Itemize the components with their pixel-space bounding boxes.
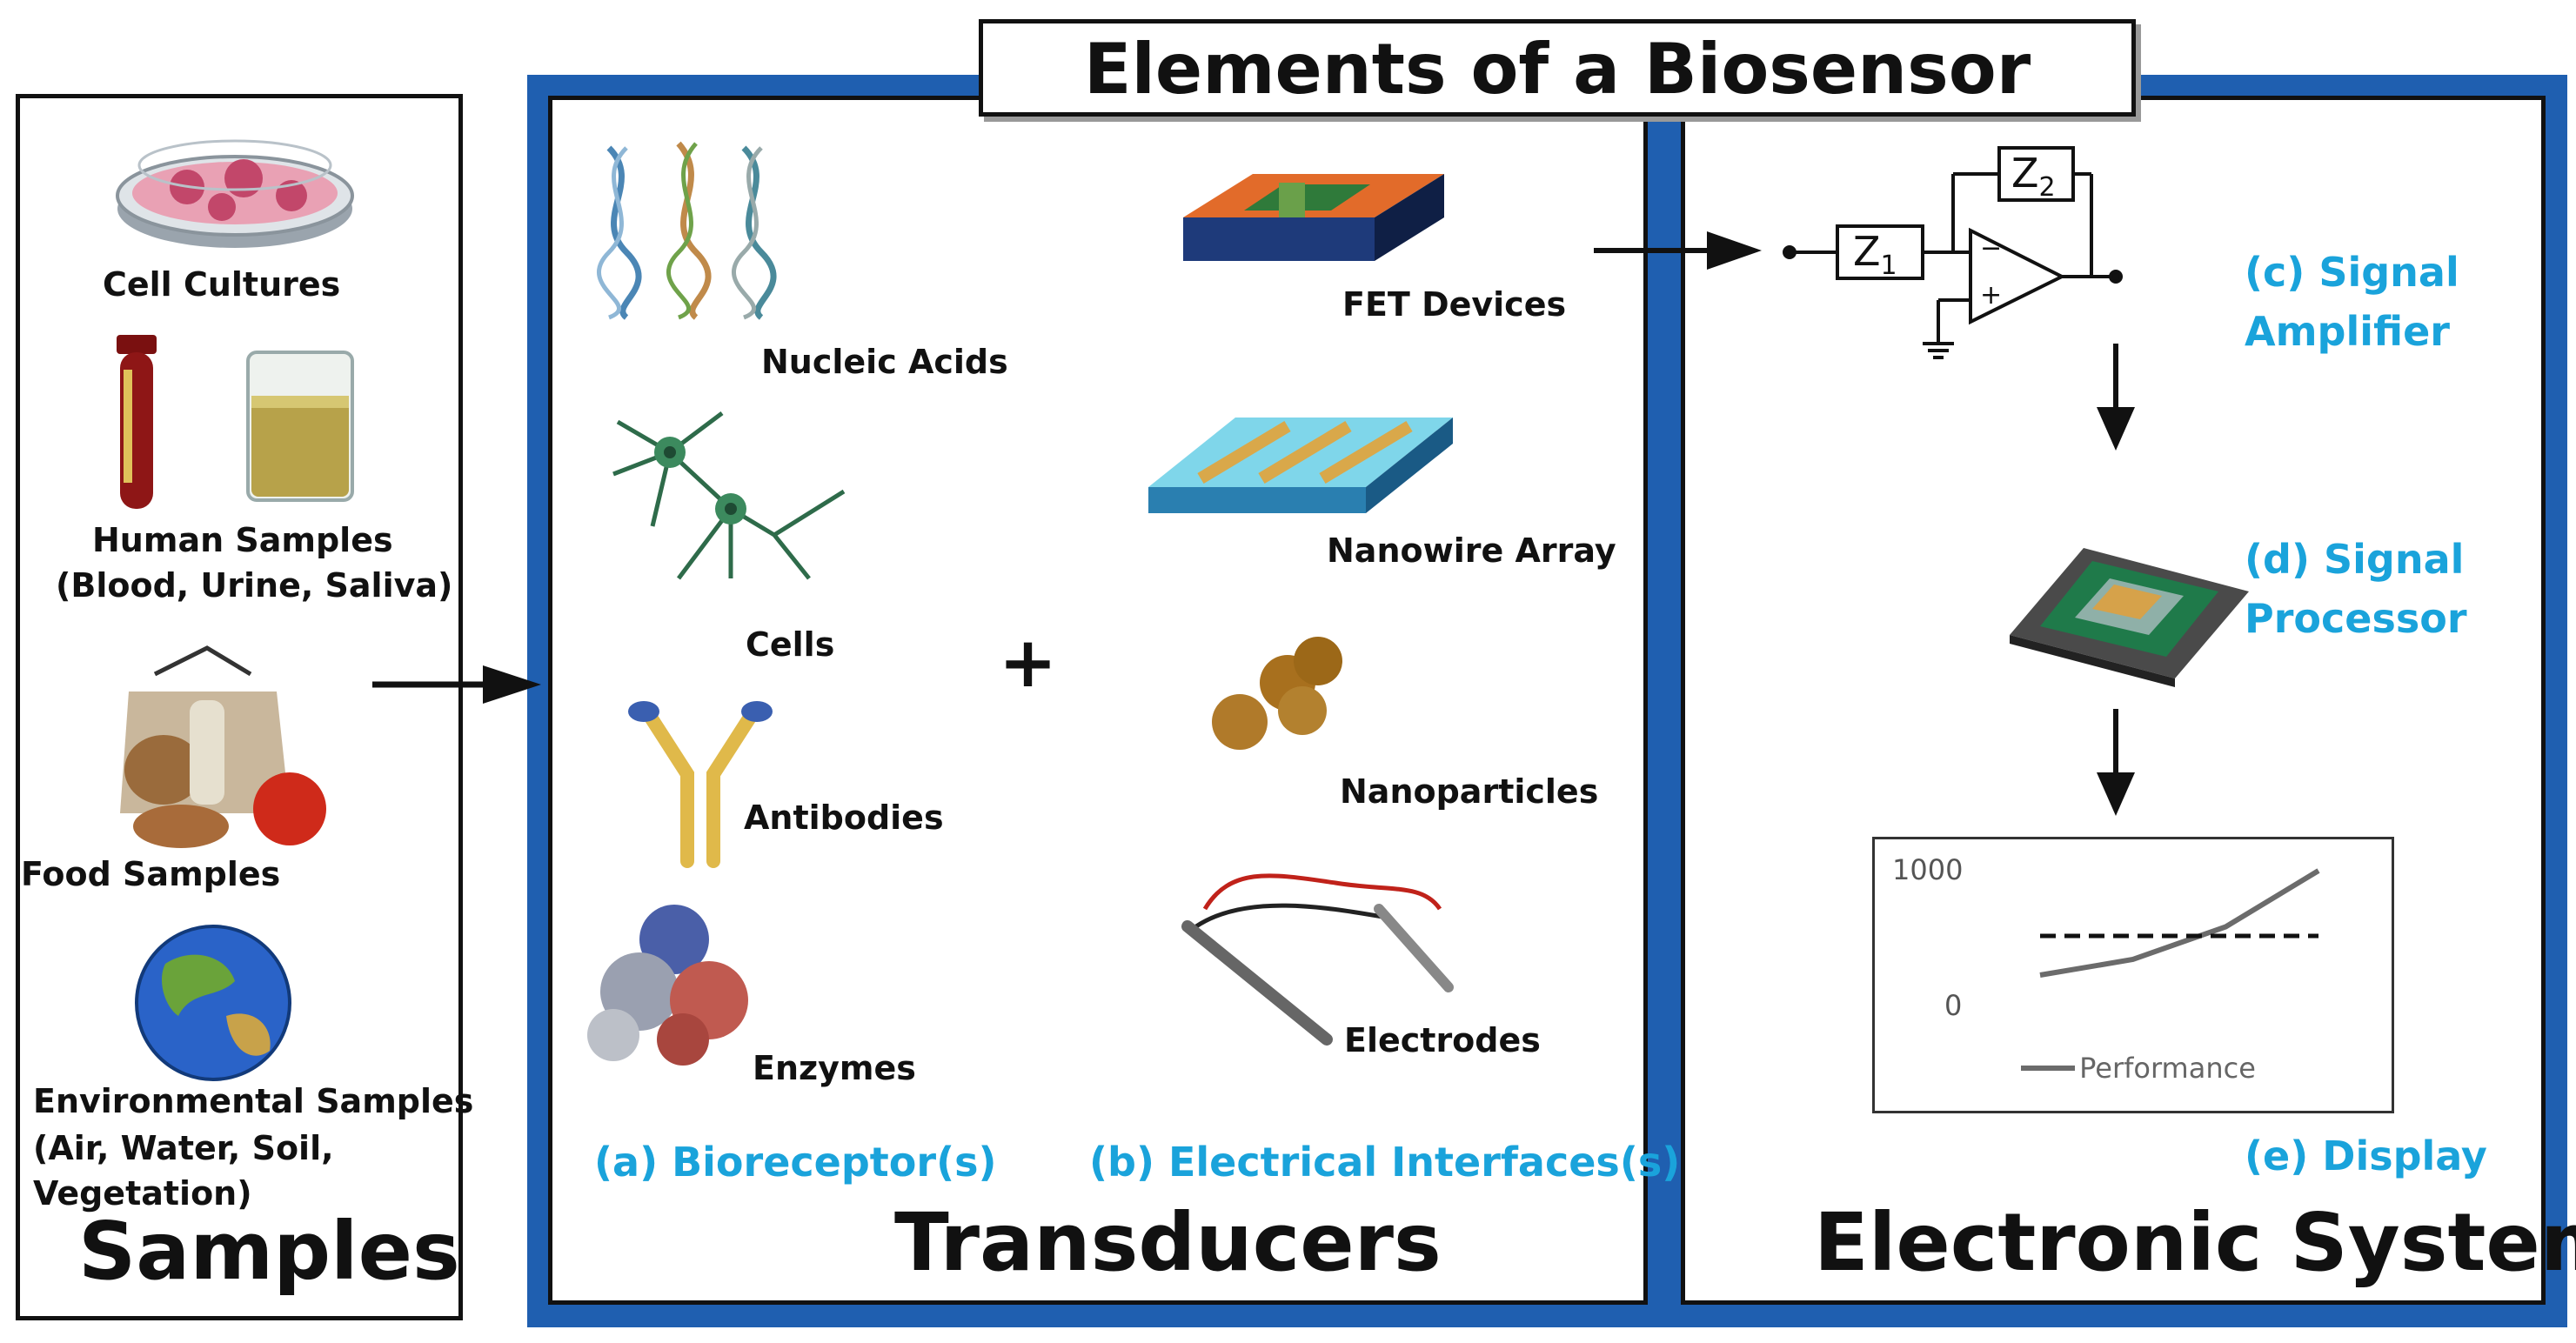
samples-heading: Samples [78,1205,460,1298]
sample-label-human: Human Samples [92,521,393,559]
interface-nanowire-array: Nanowire Array [1327,531,1616,570]
diagram-title: Elements of a Biosensor [1083,29,2031,110]
electrodes-icon [1181,873,1454,1046]
petri-dish-icon [116,139,354,248]
transducers-heading: Transducers [894,1196,1442,1289]
z1-subscript: 1 [1880,251,1897,282]
display-caption: (e) Display [2245,1133,2487,1179]
antibody-icon [628,701,773,868]
chart-series-line-performance [2039,868,2320,978]
nanowire-array-icon [1148,418,1453,513]
legend: Performance [2021,1052,2256,1086]
fet-device-icon [1183,174,1444,261]
blood-tube-icon [117,335,157,509]
sample-label-food: Food Samples [21,855,281,893]
urine-beaker-icon [246,351,354,502]
food-bag-icon [120,645,326,848]
amplifier-caption-1: (c) Signal [2245,249,2459,296]
title-box: Elements of a Biosensor [979,19,2136,117]
y-tick-top: 1000 [1892,853,1964,886]
sample-sub-human: (Blood, Urine, Saliva) [56,566,453,605]
processor-caption-1: (d) Signal [2245,536,2465,583]
bioreceptor-nucleic-acids: Nucleic Acids [761,343,1008,381]
neuron-cell-icon [612,411,846,580]
opamp-plus: + [1980,280,2003,311]
processor-chip-icon [2010,548,2249,687]
interface-electrodes: Electrodes [1344,1021,1541,1059]
bioreceptor-caption: (a) Bioreceptor(s) [594,1139,997,1186]
opamp-minus: − [1980,233,2003,264]
sample-label-cell-cultures: Cell Cultures [103,265,341,304]
z2-letter: Z [2011,150,2039,197]
display-chart: 1000 0 Performance [1872,837,2394,1113]
interface-fet-devices: FET Devices [1342,285,1567,324]
sample-sub-environmental-1: (Air, Water, Soil, [33,1129,334,1167]
z2-label: Z2 [2011,150,2056,203]
sample-sub-environmental-2: Vegetation) [33,1174,252,1213]
legend-swatch [2021,1066,2075,1071]
interface-caption: (b) Electrical Interfaces(s) [1089,1139,1681,1186]
processor-caption-2: Processor [2245,595,2467,642]
sample-label-environmental: Environmental Samples [33,1082,474,1120]
bioreceptor-enzymes: Enzymes [753,1049,916,1087]
amplifier-caption-2: Amplifier [2245,308,2450,355]
interface-nanoparticles: Nanoparticles [1340,772,1599,811]
y-tick-bottom: 0 [1944,989,1963,1022]
bioreceptor-cells: Cells [746,625,835,664]
globe-icon [135,925,291,1081]
legend-label: Performance [2079,1052,2256,1085]
electronic-heading: Electronic System [1814,1196,2576,1289]
bioreceptor-antibodies: Antibodies [744,798,944,837]
nanoparticles-icon [1212,637,1342,750]
chart-plot [2039,868,2320,978]
z1-label: Z1 [1853,228,1897,281]
plus-sign: + [999,622,1058,703]
transducers-panel [548,96,1648,1305]
enzyme-icon [587,905,748,1066]
z2-subscript: 2 [2038,172,2056,204]
z1-letter: Z [1853,228,1881,275]
dna-icon [596,141,777,320]
